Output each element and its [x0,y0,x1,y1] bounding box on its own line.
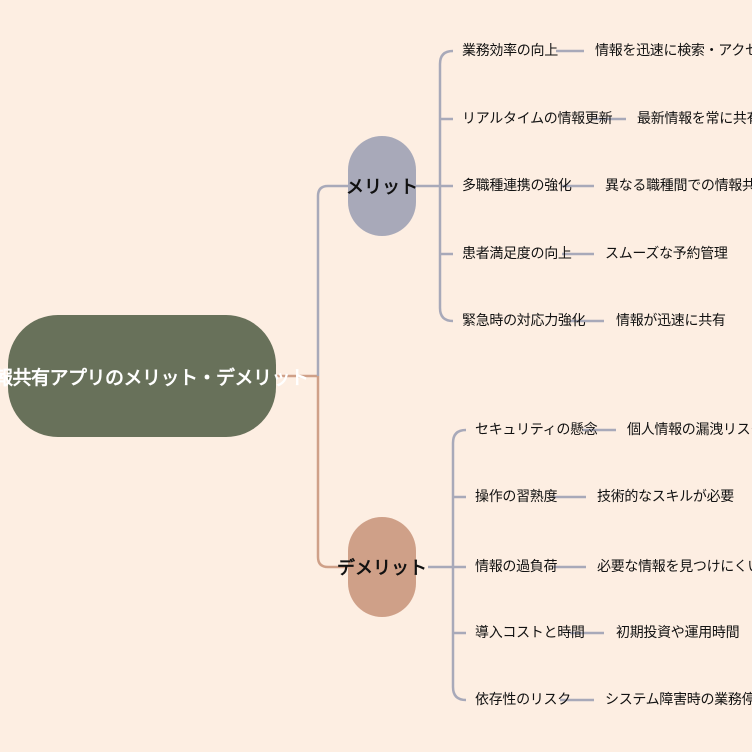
merit-detail: 異なる職種間での情報共有 [605,178,752,194]
merit-topic: 業務効率の向上 [462,43,558,59]
merit-topic: 緊急時の対応力強化 [462,313,586,329]
connector-demerit-spine [451,428,467,702]
demerit-detail: 初期投資や運用時間 [616,625,740,641]
demerit-detail: 個人情報の漏洩リスク [627,422,752,438]
merit-detail: 情報が迅速に共有 [616,313,726,329]
demerit-topic: 情報の過負荷 [475,559,558,575]
connector-root-demerit [316,376,348,569]
demerit-detail: システム障害時の業務停滞 [605,692,752,708]
merit-topic: 患者満足度の向上 [462,246,572,262]
merit-detail: 最新情報を常に共有 [637,111,752,127]
demerit-topic: セキュリティの懸念 [475,422,598,438]
root-node: 情報共有アプリのメリット・デメリット [0,315,309,437]
demerit-detail: 技術的なスキルが必要 [597,489,734,505]
demerit-topic: 依存性のリスク [475,692,571,708]
merit-detail: 情報を迅速に検索・アクセス [595,43,752,59]
demerit-topic: 操作の習熟度 [475,489,558,505]
merit-detail: スムーズな予約管理 [605,246,728,262]
demerit-topic: 導入コストと時間 [475,625,585,641]
branch-merit-node: メリット [346,136,418,236]
branch-demerit-node: デメリット [337,517,427,617]
merit-topic: 多職種連携の強化 [462,178,572,194]
demerit-detail: 必要な情報を見つけにくい [597,559,752,575]
merit-topic: リアルタイムの情報更新 [462,111,613,127]
connector-root-merit [316,184,348,376]
